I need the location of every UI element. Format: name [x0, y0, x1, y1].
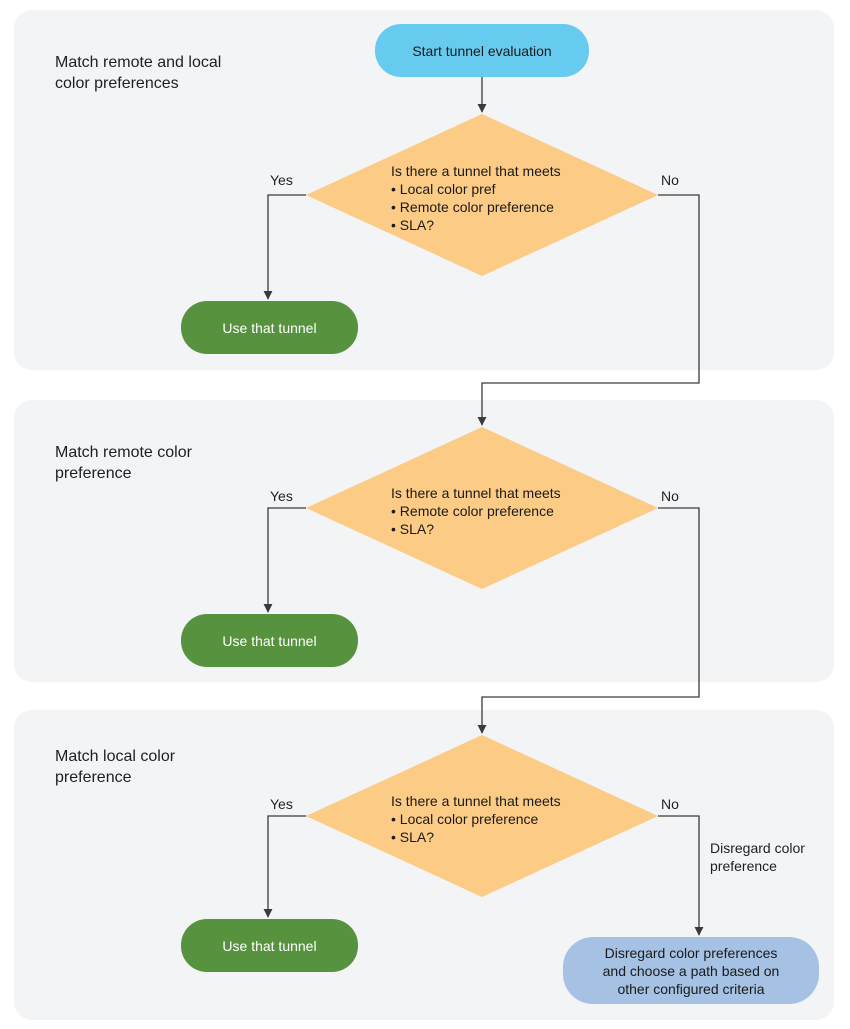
decision-text-2: Is there a tunnel that meets Remote colo…: [391, 484, 561, 538]
decision-text-1: Is there a tunnel that meets Local color…: [391, 162, 561, 234]
decision-bullet: SLA?: [391, 520, 561, 538]
no-label-2: No: [661, 488, 679, 504]
disregard-note: Disregard color preference: [710, 840, 805, 874]
stage-title-2: Match remote color preference: [55, 444, 192, 482]
connector-no-3: [658, 815, 704, 936]
connector-no-2: [477, 507, 700, 734]
stage-title-1: Match remote and local color preferences: [55, 54, 222, 92]
decision-question-2: Is there a tunnel that meets: [391, 485, 561, 501]
end-node: Disregard color preferences and choose a…: [563, 937, 819, 1004]
yes-label-2: Yes: [270, 488, 293, 504]
connector-yes-2: [263, 507, 306, 613]
use-tunnel-node-1: Use that tunnel: [181, 301, 358, 354]
yes-label-3: Yes: [270, 796, 293, 812]
decision-bullet: Local color pref: [391, 180, 561, 198]
decision-question-1: Is there a tunnel that meets: [391, 163, 561, 179]
no-label-1: No: [661, 172, 679, 188]
stage-title-3: Match local color preference: [55, 748, 176, 786]
decision-text-3: Is there a tunnel that meets Local color…: [391, 792, 561, 846]
no-label-3: No: [661, 796, 679, 812]
decision-bullet: SLA?: [391, 216, 561, 234]
use-tunnel-node-3: Use that tunnel: [181, 919, 358, 972]
decision-bullet: Local color preference: [391, 810, 561, 828]
use-tunnel-node-2: Use that tunnel: [181, 614, 358, 667]
decision-bullet: Remote color preference: [391, 502, 561, 520]
yes-label-1: Yes: [270, 172, 293, 188]
decision-bullet: SLA?: [391, 828, 561, 846]
connector-no-1: [477, 194, 700, 426]
decision-question-3: Is there a tunnel that meets: [391, 793, 561, 809]
connector-yes-1: [263, 194, 306, 300]
connector-yes-3: [263, 815, 306, 918]
start-node: Start tunnel evaluation: [375, 24, 589, 77]
decision-bullet: Remote color preference: [391, 198, 561, 216]
